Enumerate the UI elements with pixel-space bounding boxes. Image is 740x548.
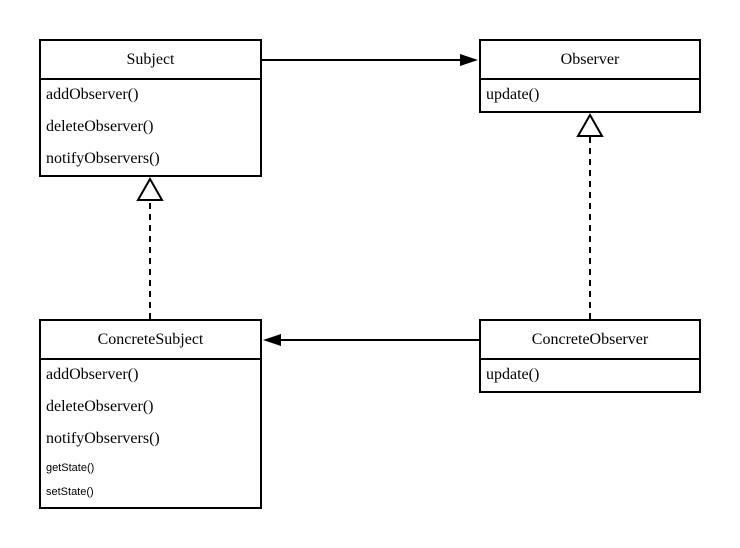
method-delete-observer: deleteObserver() xyxy=(46,398,154,415)
method-update: update() xyxy=(486,366,540,383)
class-box-concrete-subject: ConcreteSubject addObserver() deleteObse… xyxy=(39,319,262,509)
class-methods-concrete-observer: update() xyxy=(481,360,699,385)
class-name-subject: Subject xyxy=(41,41,260,80)
class-methods-concrete-subject: addObserver() deleteObserver() notifyObs… xyxy=(41,360,260,509)
class-methods-subject: addObserver() deleteObserver() notifyObs… xyxy=(41,80,260,181)
realization-concreteobserver-to-observer xyxy=(576,112,604,319)
association-subject-to-observer xyxy=(262,54,478,66)
method-add-observer: addObserver() xyxy=(46,86,139,103)
method-notify-observers: notifyObservers() xyxy=(46,150,160,167)
association-arrowhead xyxy=(263,334,281,346)
method-delete-observer: deleteObserver() xyxy=(46,118,154,135)
realization-triangle-arrowhead xyxy=(576,112,604,137)
class-name-concrete-subject: ConcreteSubject xyxy=(41,321,260,360)
method-notify-observers: notifyObservers() xyxy=(46,430,160,447)
method-get-state: getState() xyxy=(46,462,95,474)
method-update: update() xyxy=(486,86,540,103)
method-set-state: setState() xyxy=(46,486,94,498)
realization-triangle-arrowhead xyxy=(136,176,164,201)
class-name-concrete-observer: ConcreteObserver xyxy=(481,321,699,360)
association-arrowhead xyxy=(460,54,478,66)
class-name-observer: Observer xyxy=(481,41,699,80)
class-box-subject: Subject addObserver() deleteObserver() n… xyxy=(39,39,262,177)
method-add-observer: addObserver() xyxy=(46,366,139,383)
association-concreteobserver-to-concretesubject xyxy=(263,334,479,346)
class-methods-observer: update() xyxy=(481,80,699,105)
realization-concretesubject-to-subject xyxy=(136,176,164,319)
class-box-concrete-observer: ConcreteObserver update() xyxy=(479,319,701,393)
class-box-observer: Observer update() xyxy=(479,39,701,113)
